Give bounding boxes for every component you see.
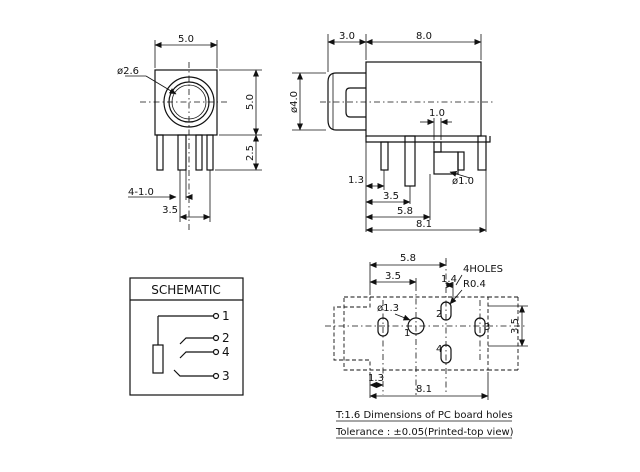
schematic-pin-3: 3	[222, 369, 230, 383]
pcb-pin-1: 1	[404, 328, 410, 339]
pcb-holes-label: 4HOLES	[463, 264, 503, 275]
schematic: SCHEMATIC 1 2 4 3	[129, 277, 244, 396]
pcb-dim-8-1: 8.1	[416, 384, 432, 395]
side-body-length-dim: 8.0	[416, 31, 432, 42]
pcb-dim-1-3: 1.3	[368, 373, 384, 384]
pcb-dim-5-8: 5.8	[400, 253, 416, 264]
schematic-title: SCHEMATIC	[151, 283, 220, 297]
front-pin-spacing-dim: 3.5	[162, 205, 178, 216]
side-view: 3.0 8.0 ø4.0 1.0 ø1.0 1.3 3.5 5.8 8.1	[289, 31, 495, 233]
pcb-radius-label: R0.4	[463, 279, 486, 290]
side-pin-thickness-dim: 1.0	[429, 108, 445, 119]
front-height-dim: 5.0	[245, 94, 256, 110]
front-pin-length-dim: 2.5	[245, 145, 256, 161]
pcb-pin-2: 2	[436, 309, 442, 320]
front-pin-width-dim: 4-1.0	[128, 187, 154, 198]
pcb-layout: 1 2 3 4 5.8 3.5 1.4 4HOLES R0.4 ø1.3 3.5…	[325, 253, 528, 400]
schematic-pin-1: 1	[222, 309, 230, 323]
pcb-dim-3-5-top: 3.5	[385, 271, 401, 282]
pcb-dim-1-4: 1.4	[441, 274, 457, 285]
front-view: 5.0 ø2.6 5.0 2.5 4-1.0 3.5	[117, 34, 262, 230]
front-hole-dia: ø2.6	[117, 66, 139, 77]
schematic-pin-4: 4	[222, 345, 230, 359]
side-dim-8-1: 8.1	[416, 219, 432, 230]
side-pin-dia-dim: ø1.0	[452, 176, 474, 187]
schematic-pin-2: 2	[222, 331, 230, 345]
pcb-hole-dia: ø1.3	[377, 303, 399, 314]
side-nose-length-dim: 3.0	[339, 31, 355, 42]
pcb-pin-3: 3	[484, 322, 490, 333]
note-line-2: Tolerance : ±0.05(Printed-top view)	[335, 427, 514, 438]
note-line-1: T:1.6 Dimensions of PC board holes	[335, 410, 513, 421]
side-dim-3-5: 3.5	[383, 191, 399, 202]
front-width-dim: 5.0	[178, 34, 194, 45]
side-dim-5-8: 5.8	[397, 206, 413, 217]
pcb-pin-4: 4	[436, 344, 442, 355]
side-nose-dia-dim: ø4.0	[289, 91, 300, 113]
side-dim-1-3: 1.3	[348, 175, 364, 186]
notes: T:1.6 Dimensions of PC board holes Toler…	[335, 410, 514, 439]
pcb-dim-3-5-side: 3.5	[510, 318, 521, 334]
